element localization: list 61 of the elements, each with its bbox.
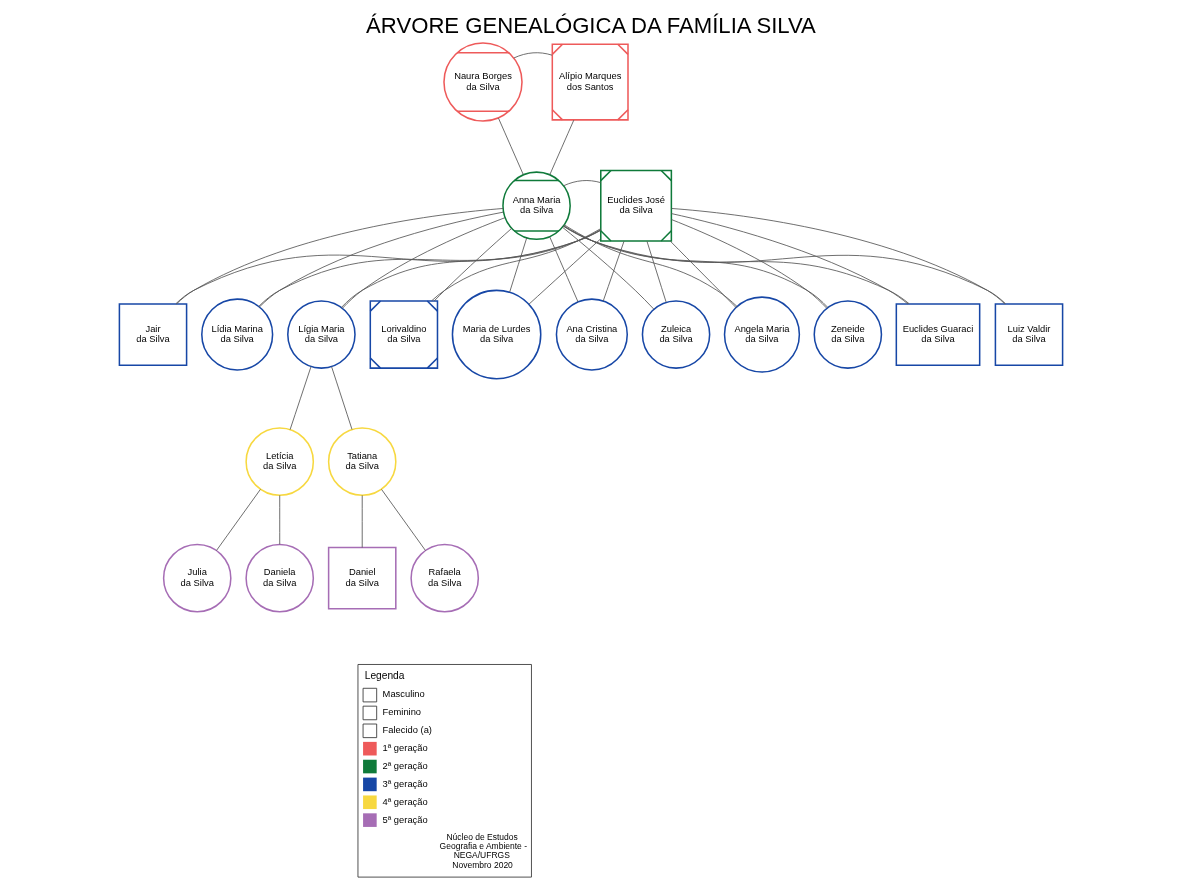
connector bbox=[513, 52, 553, 59]
connector bbox=[549, 119, 575, 176]
node-circle: Julia da Silva bbox=[162, 543, 232, 613]
connector bbox=[563, 225, 910, 305]
node-circle: Daniela da Silva bbox=[245, 543, 315, 613]
connector bbox=[562, 225, 1006, 305]
node-box: Daniel da Silva bbox=[327, 546, 397, 610]
node-circle: Zeneide da Silva bbox=[813, 300, 883, 369]
connector bbox=[216, 489, 261, 551]
legend-label: Feminino bbox=[382, 707, 422, 718]
connector bbox=[671, 213, 909, 305]
connector bbox=[259, 211, 504, 308]
legend-label: Falecido (a) bbox=[382, 725, 432, 736]
node-circle: Naura Borges da Silva bbox=[443, 42, 523, 122]
node-circle: Zuleica da Silva bbox=[641, 300, 711, 369]
legend-label: 5ª geração bbox=[382, 814, 428, 825]
node-circle: Ana Cristina da Silva bbox=[555, 298, 628, 371]
connector bbox=[670, 240, 737, 308]
connector bbox=[562, 227, 655, 310]
connector bbox=[563, 225, 829, 308]
legend-label: 4ª geração bbox=[382, 796, 428, 807]
node-circle: Tatiana da Silva bbox=[327, 427, 397, 496]
node-box: Euclides Guaraci da Silva bbox=[895, 303, 981, 366]
connector bbox=[289, 366, 312, 431]
node-circle: Maria de Lurdes da Silva bbox=[451, 289, 542, 380]
node-circle: Lígia Maria da Silva bbox=[287, 300, 356, 369]
connector bbox=[361, 494, 363, 548]
node-circle: Anna Maria da Silva bbox=[502, 171, 571, 241]
connector bbox=[646, 240, 667, 303]
node-circle: Letícia da Silva bbox=[245, 427, 315, 496]
label: Núcleo de Estudos Geografia e Ambiente - NEGA/UFRGS Novembro 2020 bbox=[439, 831, 528, 870]
connector bbox=[563, 224, 738, 308]
connector bbox=[671, 219, 828, 309]
connector bbox=[431, 228, 602, 302]
connector bbox=[602, 240, 625, 302]
connector bbox=[279, 494, 281, 545]
node-circle: Rafaela da Silva bbox=[410, 543, 480, 613]
connector bbox=[175, 230, 601, 305]
legend-label: 3ª geração bbox=[382, 778, 428, 789]
connector bbox=[176, 208, 504, 305]
legend-label: 1ª geração bbox=[382, 743, 428, 754]
label: Legenda bbox=[364, 670, 405, 682]
connector bbox=[341, 229, 602, 308]
node-box: Jair da Silva bbox=[118, 303, 188, 366]
connector bbox=[433, 228, 512, 302]
connector bbox=[498, 117, 524, 176]
connector bbox=[509, 237, 528, 293]
diagram-title: ÁRVORE GENEALÓGICA DA FAMÍLIA SILVA bbox=[366, 12, 816, 38]
connector bbox=[331, 366, 353, 430]
node-circle: Lídia Marina da Silva bbox=[201, 298, 274, 371]
node-box: Luiz Valdir da Silva bbox=[994, 303, 1064, 366]
connector bbox=[342, 217, 506, 309]
legend-label: 2ª geração bbox=[382, 760, 428, 771]
connector bbox=[381, 489, 426, 551]
connector bbox=[528, 238, 601, 305]
connector bbox=[258, 229, 601, 307]
connector bbox=[563, 180, 602, 187]
connector bbox=[671, 208, 1006, 305]
connector bbox=[549, 236, 579, 303]
legend-label: Masculino bbox=[382, 689, 425, 700]
node-circle: Angela Maria da Silva bbox=[723, 296, 801, 373]
